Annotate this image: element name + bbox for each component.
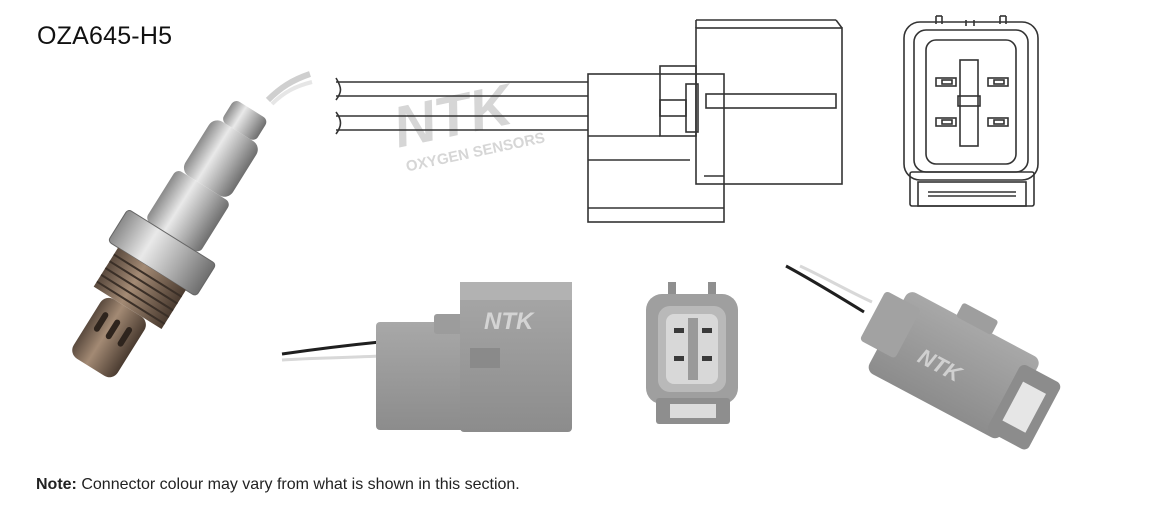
part-number-title: OZA645-H5 <box>37 22 173 50</box>
connector-face-photo <box>646 282 738 424</box>
ntk-watermark: NTK OXYGEN SENSORS <box>387 71 546 175</box>
note-text: Note: Connector colour may vary from wha… <box>36 476 520 494</box>
connector-face-drawing <box>903 15 1039 207</box>
side-photo-logo: NTK <box>484 308 535 335</box>
note-body: Connector colour may vary from what is s… <box>81 476 520 493</box>
connector-side-drawing <box>335 19 843 223</box>
note-label: Note: <box>36 476 77 493</box>
connector-side-photo: NTK <box>281 282 572 432</box>
connector-angled-photo: NTK <box>785 264 1061 450</box>
oxygen-sensor-photo <box>72 71 313 378</box>
